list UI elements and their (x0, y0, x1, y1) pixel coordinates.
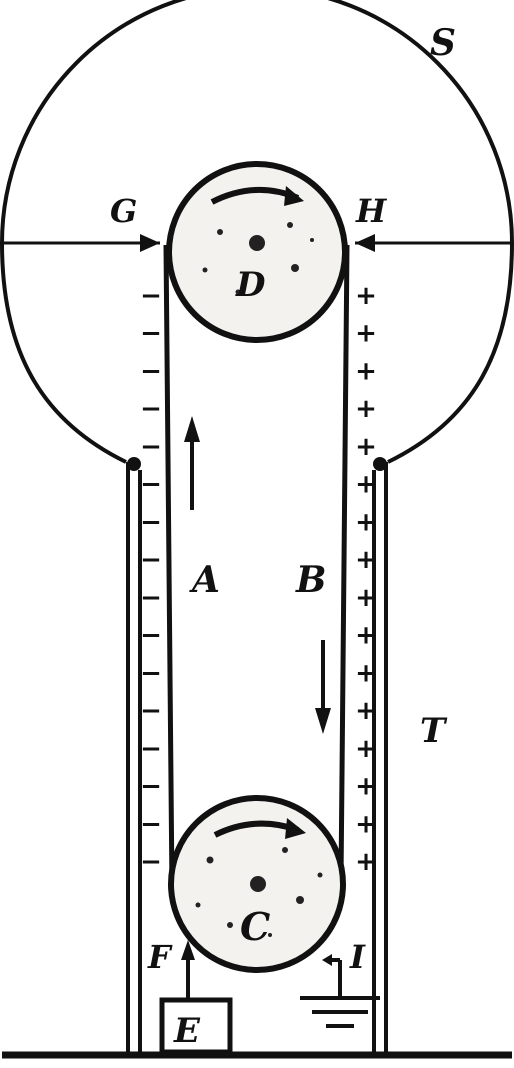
positive-charge-sign: + (355, 847, 377, 877)
belt-down-arrowhead (315, 708, 331, 734)
negative-charge-sign: − (140, 583, 162, 613)
belt-right-strand (338, 244, 350, 881)
positive-charge-sign: + (355, 357, 377, 387)
label-bottom-pulley: C (240, 904, 270, 949)
negative-charge-sign: − (140, 507, 162, 537)
negative-charge-sign: − (140, 432, 162, 462)
right-comb-arrowhead (355, 234, 375, 252)
positive-charge-sign: + (355, 470, 377, 500)
positive-charge-sign: + (355, 319, 377, 349)
top-pulley (166, 161, 348, 343)
positive-charge-sign: + (355, 507, 377, 537)
dome-sphere (0, 0, 514, 464)
label-right-belt: B (295, 559, 326, 601)
label-right-comb: H (355, 192, 388, 230)
belt-left-strand (163, 244, 175, 891)
label-tube: T (420, 711, 448, 751)
negative-charge-sign: − (140, 394, 162, 424)
positive-charge-sign: + (355, 583, 377, 613)
label-left-comb: G (110, 192, 137, 230)
negative-charge-sign: − (140, 809, 162, 839)
feed-wire-f-arrowhead (181, 940, 195, 960)
ground-symbol-icon (300, 996, 380, 1028)
left-comb-arrowhead (140, 234, 160, 252)
label-top-pulley: D (235, 265, 266, 305)
ground-wire-i-tip (322, 954, 332, 966)
negative-charge-sign: − (140, 357, 162, 387)
negative-charge-sign: − (140, 545, 162, 575)
positive-charge-sign: + (355, 621, 377, 651)
label-dome: S (430, 22, 456, 64)
bottom-pulley (168, 795, 346, 973)
label-left-feed: F (147, 938, 173, 976)
negative-charge-sign: − (140, 772, 162, 802)
positive-charges: + + + + + + + + + + + + + + + + (355, 281, 377, 877)
negative-charges: − − − − − − − − − − − − − − − − (140, 281, 162, 877)
positive-charge-sign: + (355, 394, 377, 424)
label-left-belt: A (189, 559, 220, 601)
source-box (159, 997, 233, 1055)
negative-charge-sign: − (140, 319, 162, 349)
positive-charge-sign: + (355, 432, 377, 462)
negative-charge-sign: − (140, 470, 162, 500)
positive-charge-sign: + (355, 658, 377, 688)
negative-charge-sign: − (140, 734, 162, 764)
belt-up-arrowhead (184, 416, 200, 442)
label-source: E (173, 1011, 201, 1051)
positive-charge-sign: + (355, 734, 377, 764)
positive-charge-sign: + (355, 545, 377, 575)
bottom-rotation-arrowhead (285, 818, 306, 839)
positive-charge-sign: + (355, 696, 377, 726)
top-rotation-arrowhead (284, 186, 304, 206)
tube-left-rim (127, 457, 141, 471)
positive-charge-sign: + (355, 772, 377, 802)
negative-charge-sign: − (140, 658, 162, 688)
negative-charge-sign: − (140, 847, 162, 877)
positive-charge-sign: + (355, 809, 377, 839)
negative-charge-sign: − (140, 621, 162, 651)
label-right-feed: I (349, 938, 366, 976)
tube-right-rim (373, 457, 387, 471)
negative-charge-sign: − (140, 281, 162, 311)
negative-charge-sign: − (140, 696, 162, 726)
positive-charge-sign: + (355, 281, 377, 311)
